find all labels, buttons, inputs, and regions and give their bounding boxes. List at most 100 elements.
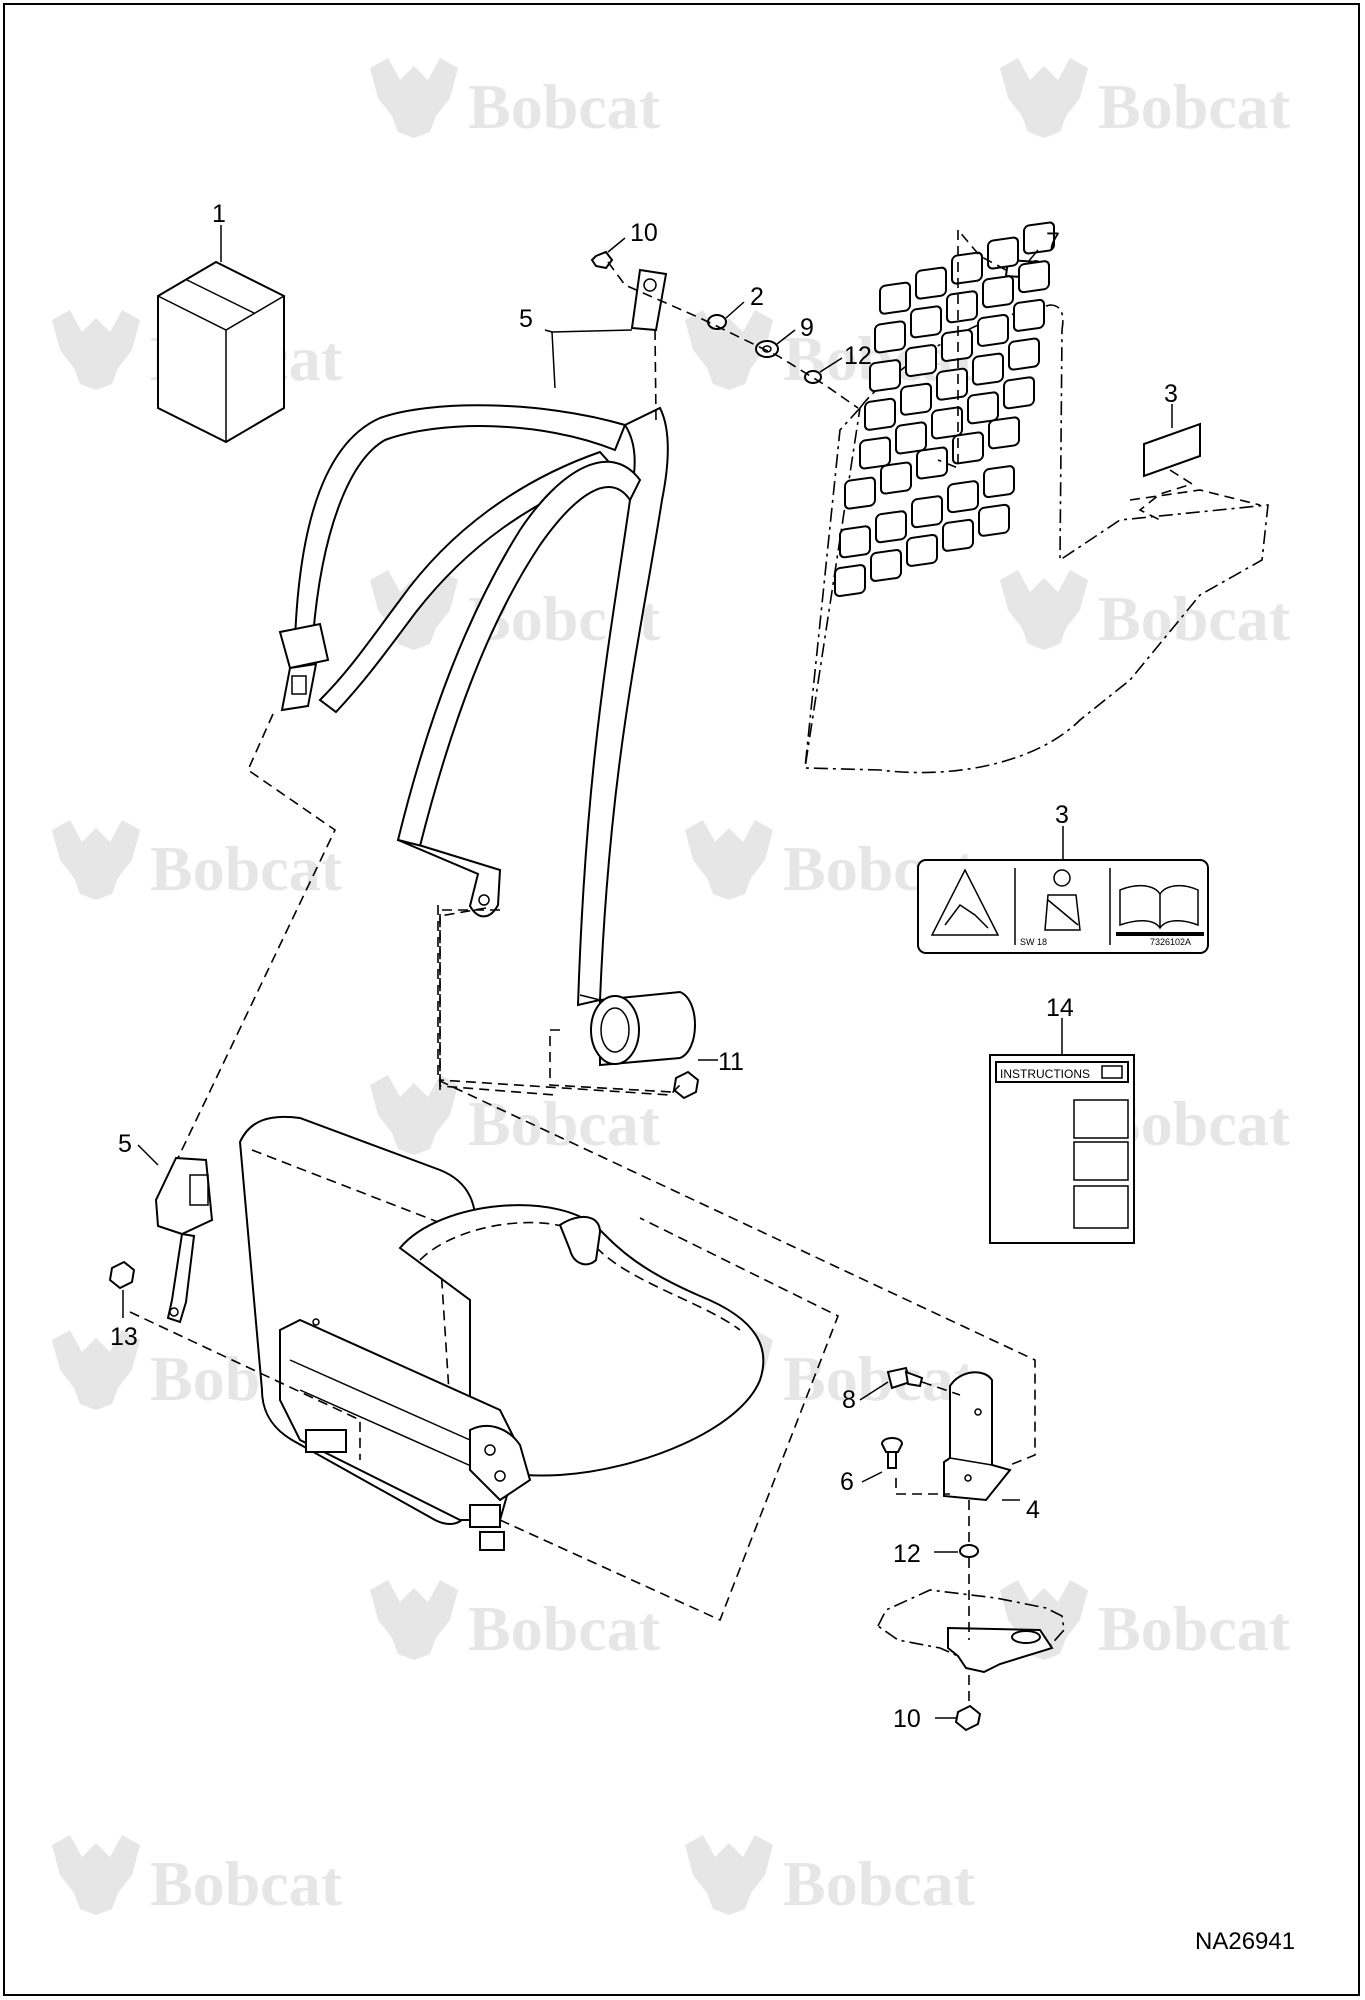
retractor [579,990,696,1067]
panel-opening [906,533,938,567]
panel-opening [1003,376,1035,410]
decal-small [1143,422,1201,478]
panel-opening [874,320,906,354]
callout-11: 11 [718,1048,744,1076]
callout-4: 4 [1026,1496,1040,1524]
mount-bracket [880,1366,1012,1732]
callout-5-buckle: 5 [118,1130,132,1158]
leader-lines [122,237,1173,1719]
panel-opening [1018,260,1050,294]
panel-opening [916,446,948,480]
panel-opening [967,391,999,425]
svg-text:7326102A: 7326102A [1150,937,1191,947]
callout-10-top: 10 [630,219,658,247]
panel-opening [869,359,901,393]
callout-labels: 1 10 7 5 2 9 12 3 3 14 11 5 13 8 6 4 12 … [110,200,1178,1733]
svg-text:Bobcat: Bobcat [783,1343,976,1414]
panel-opening [936,367,968,401]
svg-text:Bobcat: Bobcat [1098,583,1291,654]
cab-rear-panel [804,221,1269,774]
callout-13: 13 [110,1323,138,1351]
panel-opening [880,461,912,495]
watermark-13: Bobcat [370,1580,661,1664]
callout-1: 1 [212,200,226,228]
panel-opening [875,510,907,544]
panel-opening [1023,221,1055,255]
watermark-14: Bobcat [1000,1580,1291,1664]
callout-5-top: 5 [519,305,533,333]
callout-6: 6 [840,1468,854,1496]
panel-opening [983,465,1015,499]
seat-belt [278,268,696,1067]
panel-opening [972,352,1004,386]
panel-opening [895,421,927,455]
nut-13 [108,1260,136,1290]
callout-9: 9 [800,314,814,342]
panel-opening [1008,337,1040,371]
watermark-12: Bobcat [685,1330,976,1414]
panel-opening [941,329,973,362]
drawing-frame [3,3,1360,1996]
callout-3-panel: 3 [1164,380,1178,408]
watermark-6: Bobcat [1000,570,1291,654]
svg-text:Bobcat: Bobcat [783,1848,976,1919]
watermark-2: Bobcat [1000,58,1291,142]
panel-opening [900,382,932,416]
panel-opening [905,344,937,378]
callout-12-bottom: 12 [893,1540,921,1568]
panel-opening [1013,298,1045,332]
floor-plate [876,1589,1065,1674]
panel-opening [977,313,1009,347]
svg-text:Bobcat: Bobcat [468,1088,661,1159]
callout-12-top: 12 [844,342,872,370]
panel-opening [942,518,974,552]
watermark-15: Bobcat [52,1835,343,1919]
panel-opening [839,525,871,559]
panel-opening [864,397,896,431]
panel-opening [982,275,1014,309]
svg-text:Bobcat: Bobcat [150,833,343,904]
panel-opening [915,266,947,300]
panel-opening [859,436,891,470]
panel-opening [834,564,866,598]
panel-opening [911,495,943,529]
panel-opening [987,236,1019,270]
svg-text:Bobcat: Bobcat [1098,71,1291,142]
callout-7: 7 [1046,228,1060,256]
svg-text:SW 18: SW 18 [1020,937,1047,947]
panel-opening [947,480,979,514]
seat-assembly [238,1115,765,1551]
callout-10-bottom: 10 [893,1705,921,1733]
watermark-9: Bobcat [370,1075,661,1159]
panel-opening [879,281,911,315]
panel-opening [952,431,984,465]
svg-text:Bobcat: Bobcat [1098,1593,1291,1664]
panel-grid [834,221,1055,598]
nut-11 [672,1070,700,1100]
panel-opening [946,290,978,324]
svg-text:Bobcat: Bobcat [150,1848,343,1919]
panel-opening [931,406,963,440]
callout-14: 14 [1046,994,1074,1022]
panel-opening [978,503,1010,537]
drawing-number: NA26941 [1195,1928,1295,1955]
watermark-1: Bobcat [370,58,661,142]
svg-text:Bobcat: Bobcat [468,1593,661,1664]
callout-3-decal: 3 [1055,801,1069,829]
panel-opening [910,305,942,339]
instruction-manual: INSTRUCTIONS [989,1054,1135,1244]
svg-text:Bobcat: Bobcat [468,71,661,142]
safety-decal: SW 18 7326102A [917,859,1209,954]
panel-opening [844,476,876,510]
svg-text:INSTRUCTIONS: INSTRUCTIONS [1000,1067,1090,1081]
assembly-lines [129,229,1194,1706]
callout-2: 2 [750,283,764,311]
seat-belt-buckle [154,1156,214,1324]
panel-opening [870,549,902,582]
panel-opening [988,416,1020,450]
watermark-7: Bobcat [52,820,343,904]
panel-opening [951,251,983,285]
callout-8: 8 [842,1386,856,1414]
kit-box [157,225,285,444]
